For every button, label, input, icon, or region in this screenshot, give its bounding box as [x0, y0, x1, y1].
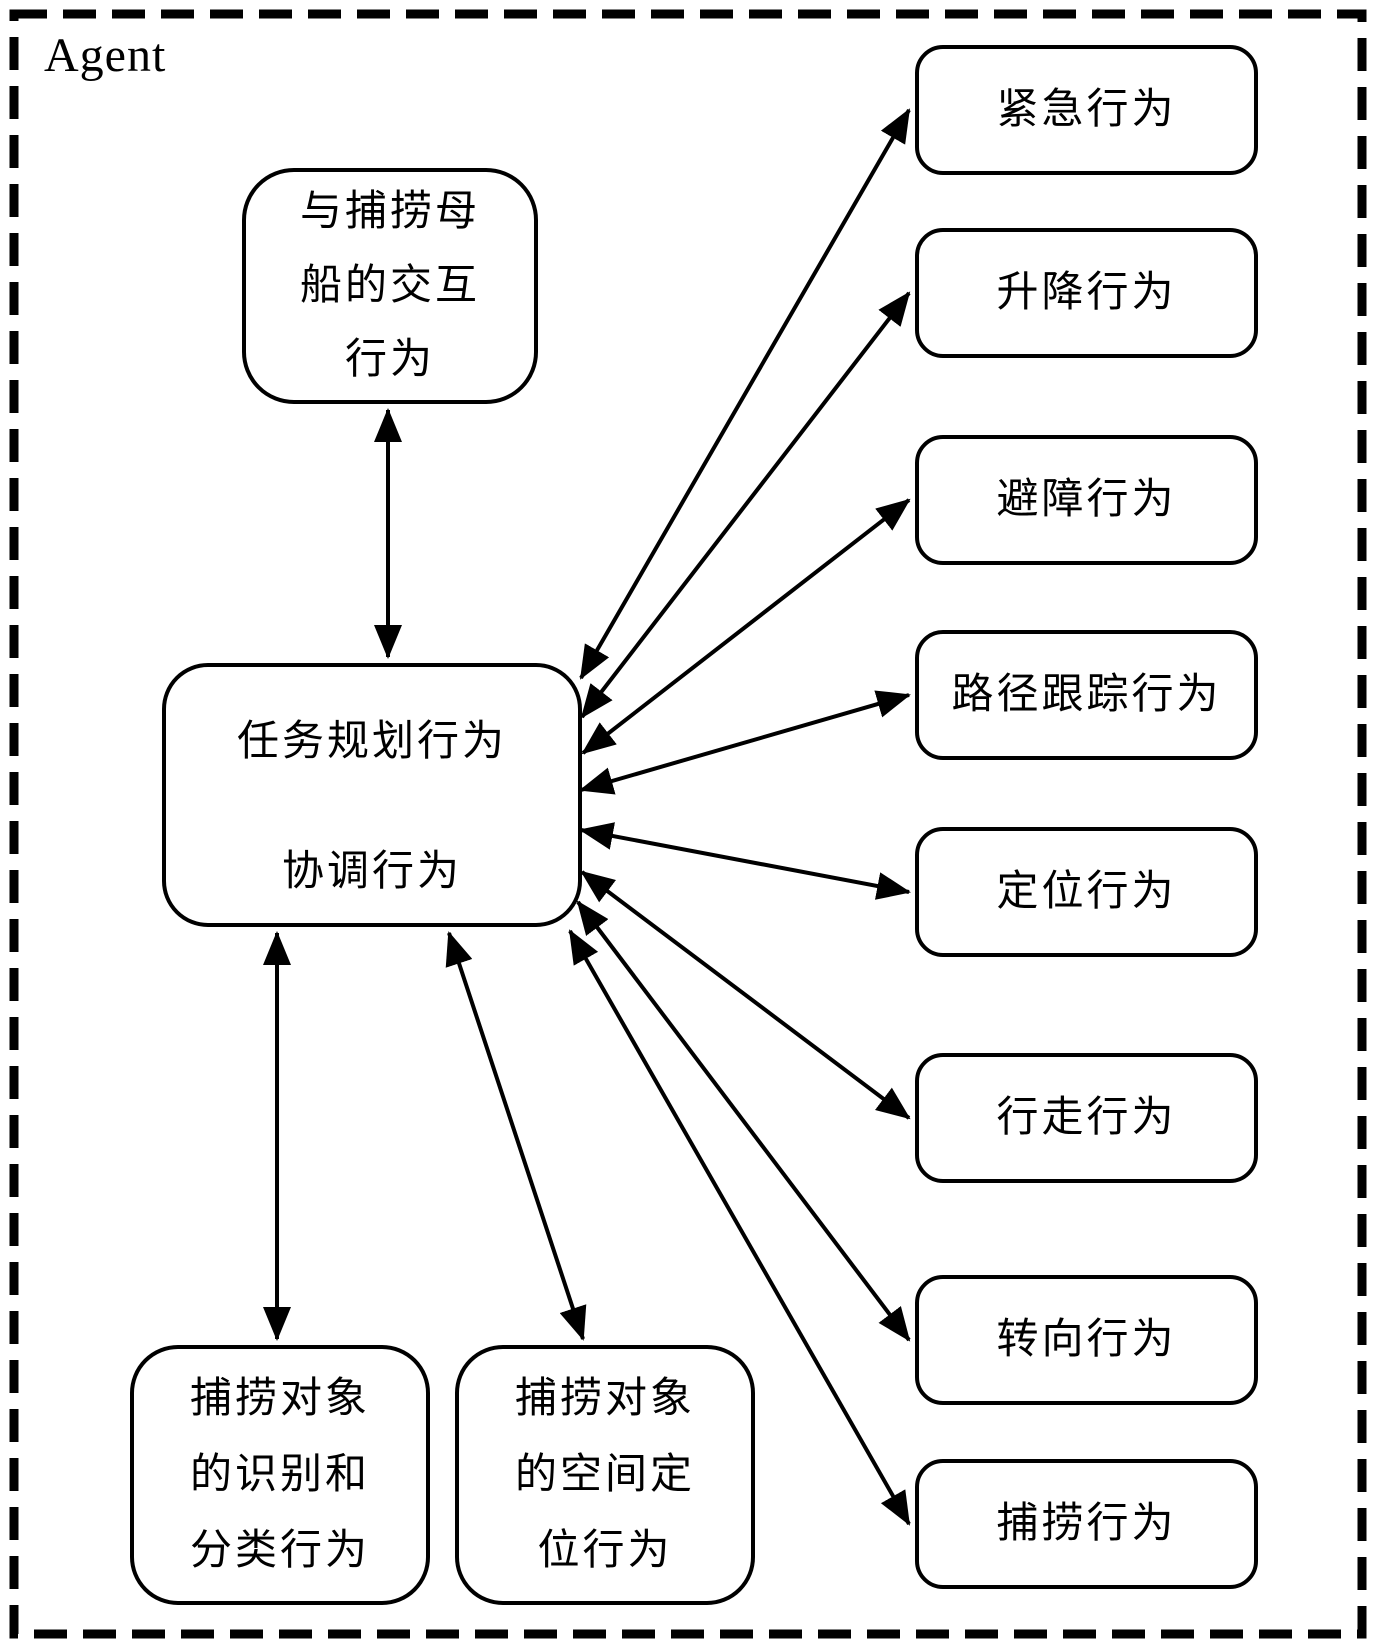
node-path-tracking-behavior: 路径跟踪行为 [915, 630, 1258, 760]
node-text-line: 紧急行为 [996, 87, 1177, 133]
node-text-line: 定位行为 [996, 869, 1177, 915]
arrow-planning-lifting [580, 291, 911, 719]
node-text-line: 行为 [344, 337, 435, 383]
node-obstacle-avoidance-behavior: 避障行为 [915, 435, 1258, 565]
node-text-line: 的空间定 [514, 1452, 695, 1498]
node-walking-behavior: 行走行为 [915, 1053, 1258, 1183]
node-steering-behavior: 转向行为 [915, 1275, 1258, 1405]
node-text-line: 分类行为 [189, 1528, 370, 1574]
node-spatial-positioning: 捕捞对象 的空间定 位行为 [455, 1345, 755, 1605]
node-text-line: 位行为 [537, 1528, 673, 1574]
arrow-planning-fishing [568, 929, 911, 1526]
node-positioning-behavior: 定位行为 [915, 827, 1258, 957]
agent-frame-label: Agent [44, 29, 167, 82]
node-text-line: 捕捞行为 [996, 1501, 1177, 1547]
node-text-line: 转向行为 [996, 1317, 1177, 1363]
arrow-planning-path-tracking [579, 690, 911, 795]
node-fishing-behavior: 捕捞行为 [915, 1459, 1258, 1589]
agent-frame-border [9, 9, 1367, 1639]
arrow-planning-walking [580, 870, 911, 1120]
arrow-planning-emergency [579, 108, 911, 680]
node-task-planning-coordination: 任务规划行为 协调行为 [162, 663, 582, 927]
arrow-planning-positioning [579, 822, 911, 900]
node-text-line: 避障行为 [996, 477, 1177, 523]
node-text-line: 协调行为 [281, 849, 462, 895]
arrow-planning-spatial [445, 931, 587, 1341]
node-emergency-behavior: 紧急行为 [915, 45, 1258, 175]
node-text-line: 任务规划行为 [236, 719, 507, 765]
node-recognition-classification: 捕捞对象 的识别和 分类行为 [130, 1345, 430, 1605]
node-text-line: 与捕捞母 [299, 189, 480, 235]
node-mothership-interaction: 与捕捞母 船的交互 行为 [242, 168, 538, 404]
node-text-line: 路径跟踪行为 [951, 672, 1222, 718]
arrow-planning-steering [576, 900, 911, 1342]
node-lifting-behavior: 升降行为 [915, 228, 1258, 358]
node-text-line: 捕捞对象 [514, 1376, 695, 1422]
node-text-line: 的识别和 [189, 1452, 370, 1498]
node-text-line: 行走行为 [996, 1095, 1177, 1141]
arrow-planning-obstacle-avoidance [581, 498, 911, 755]
node-text-line: 捕捞对象 [189, 1376, 370, 1422]
node-text-line: 船的交互 [299, 263, 480, 309]
node-text-line: 升降行为 [996, 270, 1177, 316]
